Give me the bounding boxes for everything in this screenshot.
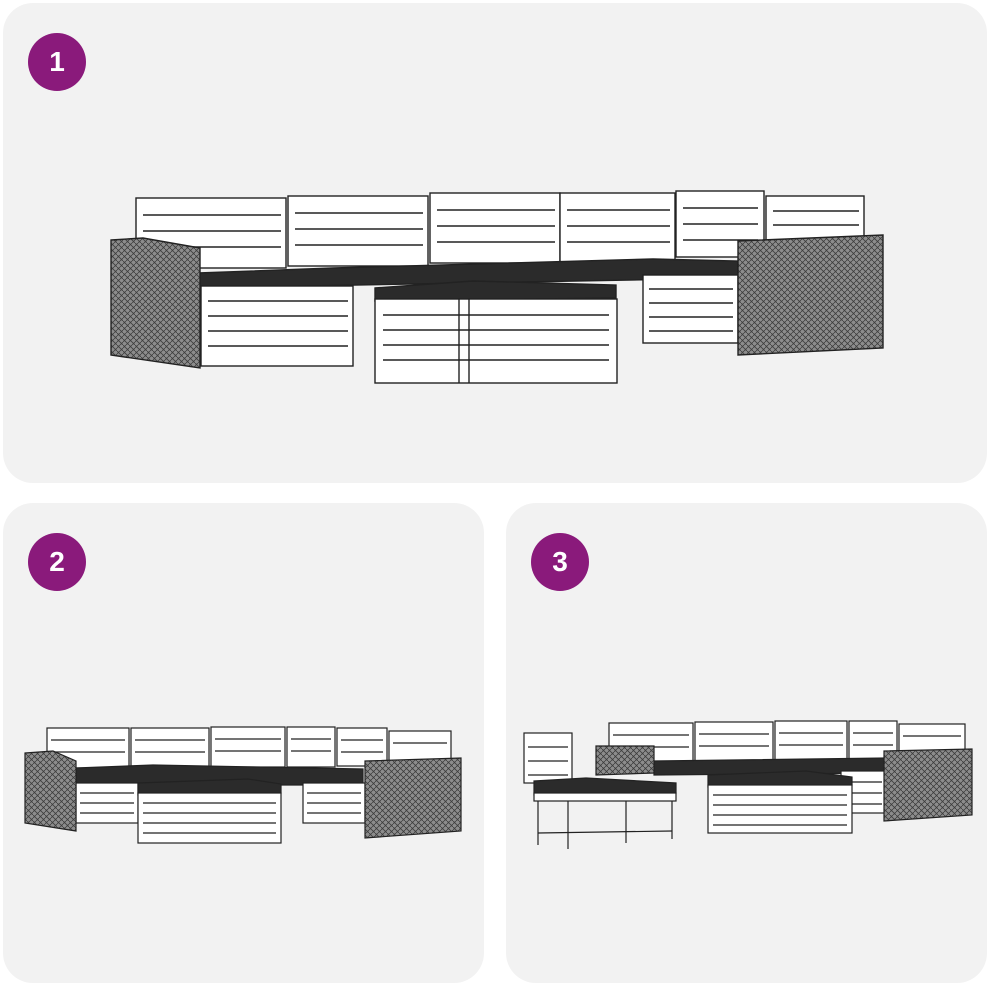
center-rattan-armrest — [595, 745, 655, 776]
step-3-badge: 3 — [531, 533, 589, 591]
step-3-panel: 3 — [506, 503, 987, 983]
right-rattan-armrest — [883, 748, 973, 822]
coffee-table — [374, 280, 618, 384]
left-rattan-armrest — [110, 237, 201, 369]
step-2-badge: 2 — [28, 533, 86, 591]
step-2-illustration — [24, 726, 462, 844]
right-rattan-armrest — [364, 757, 462, 839]
left-rattan-armrest — [24, 750, 77, 832]
backrest-row — [46, 726, 452, 769]
separate-chair — [523, 732, 677, 849]
seat-modules — [75, 764, 366, 824]
step-1-illustration — [110, 190, 884, 384]
coffee-table — [707, 770, 853, 834]
coffee-table — [137, 778, 282, 844]
backrest-row — [608, 720, 966, 764]
step-3-illustration — [523, 720, 973, 849]
step-2-panel: 2 — [3, 503, 484, 983]
step-1-panel: 1 — [3, 3, 987, 483]
step-1-badge: 1 — [28, 33, 86, 91]
right-rattan-armrest — [737, 234, 884, 356]
